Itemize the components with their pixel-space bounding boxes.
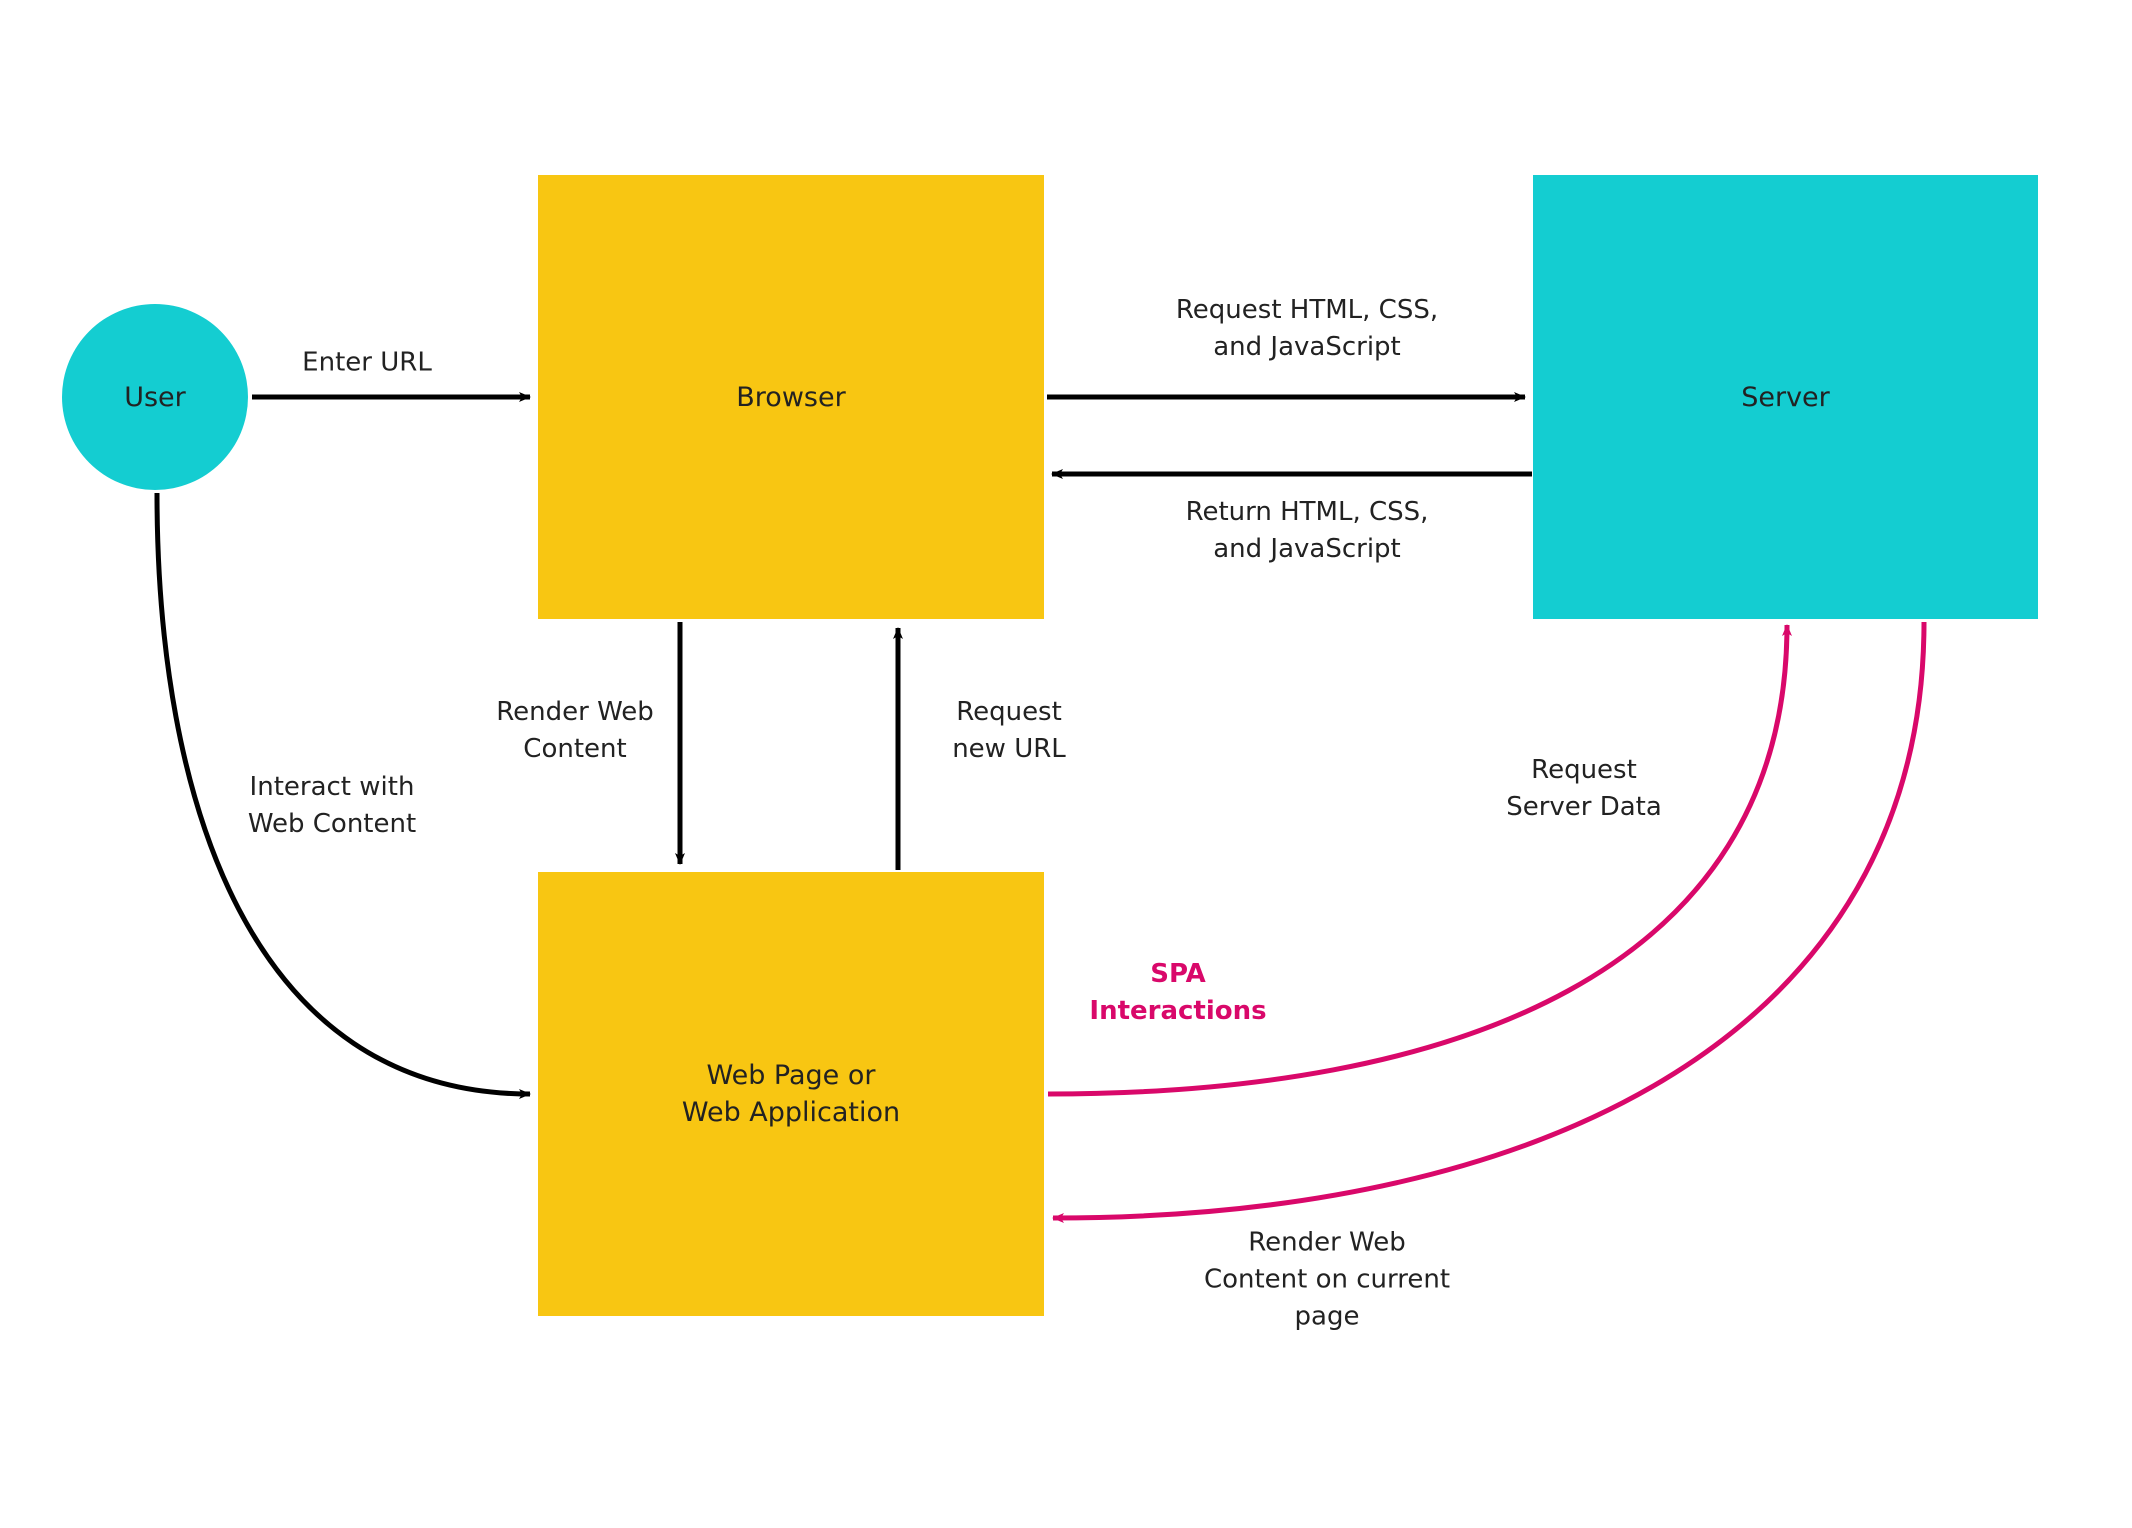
webpage-node: Web Page or Web Application bbox=[538, 872, 1044, 1316]
spa-interactions-label: SPA Interactions bbox=[1089, 959, 1267, 1026]
render-web-content-label: Render Web Content bbox=[496, 697, 654, 764]
request-assets-label: Request HTML, CSS, and JavaScript bbox=[1175, 295, 1439, 362]
interact-arrow bbox=[154, 492, 531, 1099]
render-current-page-arrow bbox=[1052, 621, 1927, 1223]
request-server-data-label: Request Server Data bbox=[1506, 755, 1662, 822]
webpage-node-label: Web Page or Web Application bbox=[681, 1060, 901, 1128]
user-node-label: User bbox=[124, 381, 186, 413]
interact-label: Interact with Web Content bbox=[247, 772, 417, 839]
request-new-url-label: Request new URL bbox=[952, 697, 1066, 764]
browser-node: Browser bbox=[538, 175, 1044, 619]
browser-node-label: Browser bbox=[736, 381, 846, 413]
user-node: User bbox=[62, 304, 248, 490]
render-current-page-label: Render Web Content on current page bbox=[1203, 1227, 1451, 1332]
return-assets-label: Return HTML, CSS, and JavaScript bbox=[1185, 497, 1429, 564]
request-server-data-arrow bbox=[1047, 624, 1792, 1097]
enter-url-label: Enter URL bbox=[302, 347, 432, 378]
server-node: Server bbox=[1533, 175, 2038, 619]
server-node-label: Server bbox=[1741, 381, 1830, 413]
